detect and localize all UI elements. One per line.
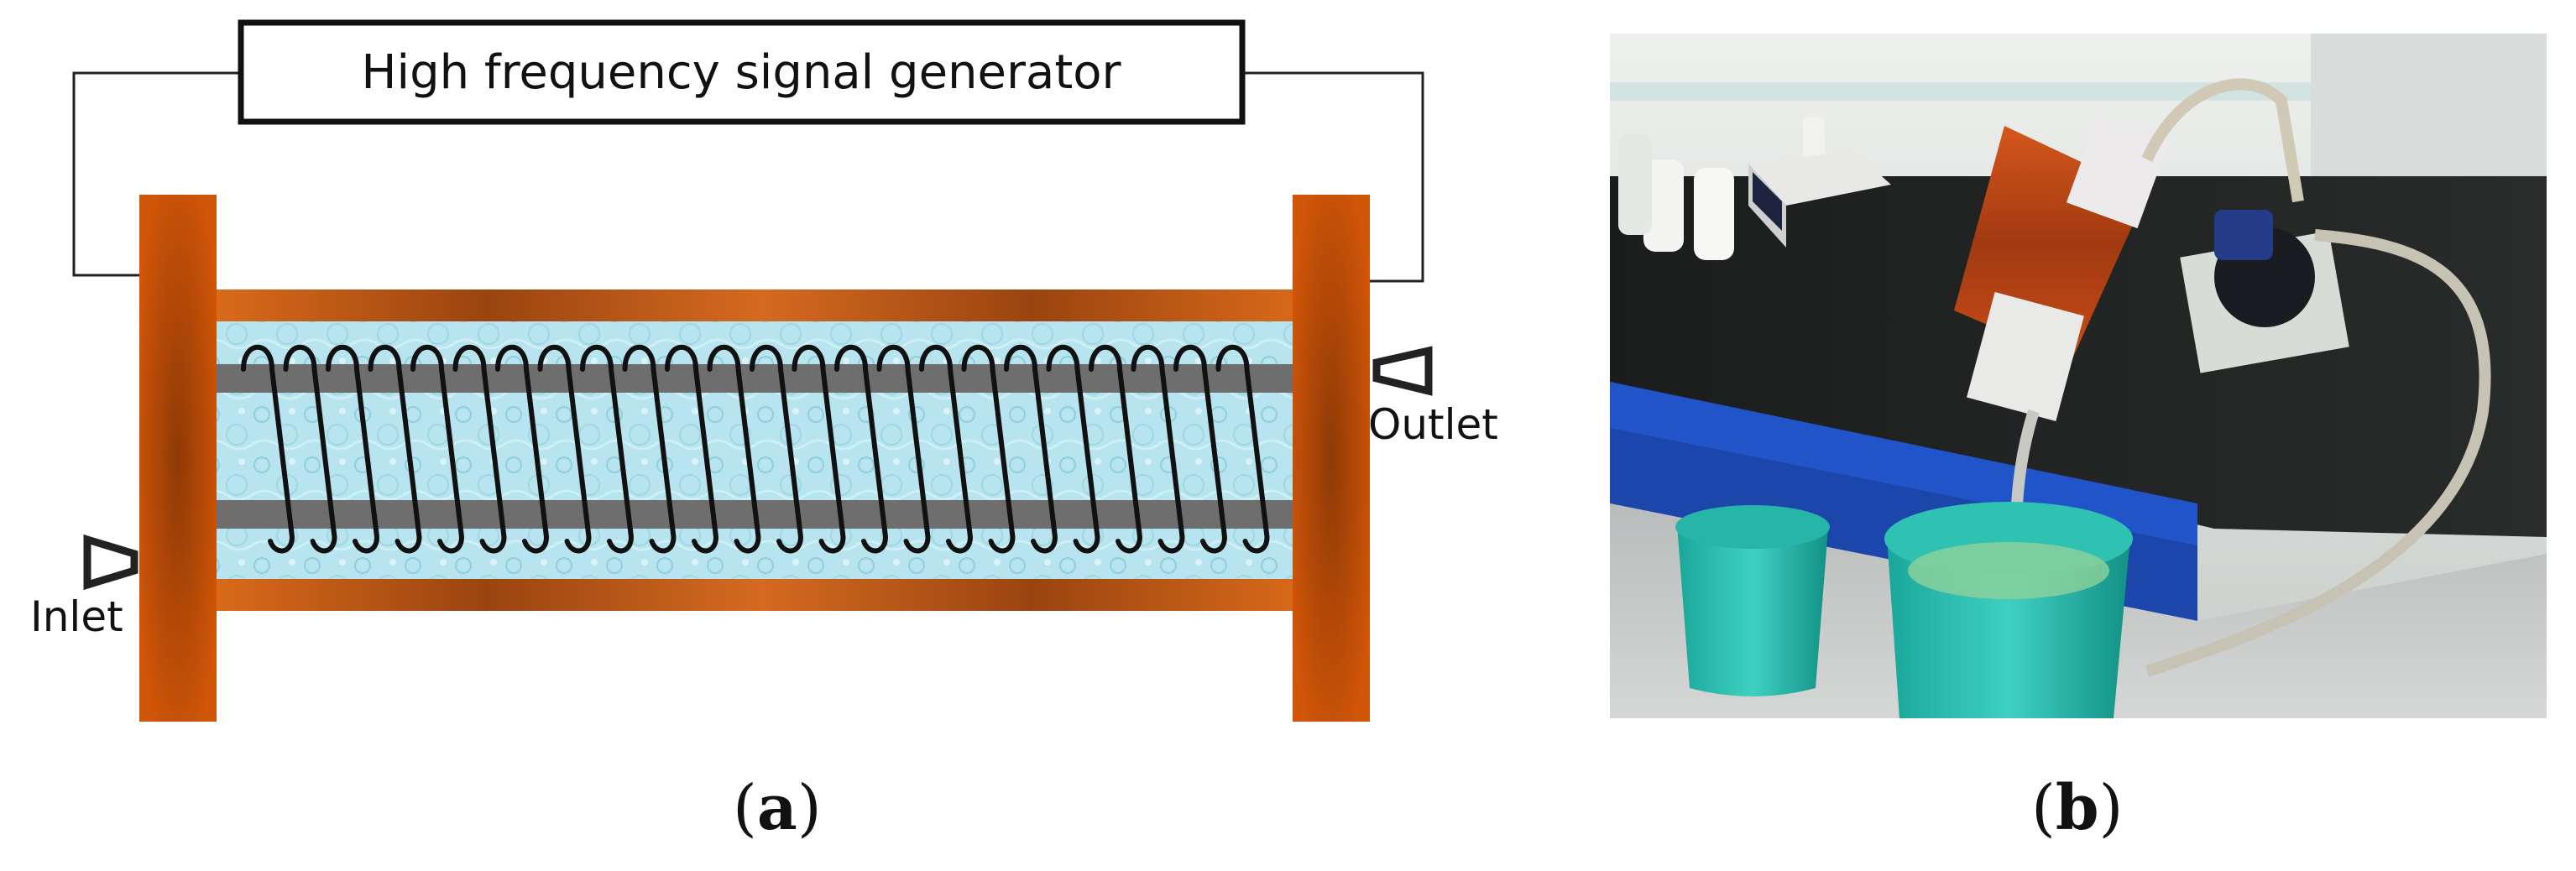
bucket-small bbox=[1677, 519, 1828, 696]
glass-shelf bbox=[1610, 82, 2332, 101]
coil-turn bbox=[1046, 344, 1100, 554]
pump-head bbox=[2214, 210, 2273, 260]
reactor-flange-top bbox=[2066, 115, 2170, 229]
wire-right bbox=[1242, 71, 1424, 283]
coil-turn bbox=[326, 344, 380, 554]
coil-turn bbox=[919, 344, 974, 554]
outlet-label: Outlet bbox=[1368, 400, 1498, 449]
reactor-schematic: High frequency signal generator Inlet Ou… bbox=[30, 19, 1498, 722]
tube-wall-top bbox=[214, 289, 1305, 321]
signal-generator-box bbox=[238, 19, 1246, 125]
inlet-label: Inlet bbox=[30, 592, 123, 641]
signal-generator-device bbox=[1748, 151, 1891, 206]
coil-turn bbox=[1131, 344, 1185, 554]
outlet-connector-icon bbox=[1372, 346, 1433, 396]
coil-turn bbox=[834, 344, 889, 554]
coil-turn bbox=[495, 344, 550, 554]
coil-turn bbox=[537, 344, 592, 554]
electrode-bar-top bbox=[214, 364, 1305, 393]
coil-turn bbox=[622, 344, 677, 554]
coil-turn bbox=[580, 344, 635, 554]
coil-turn bbox=[368, 344, 422, 554]
coil-turn bbox=[410, 344, 465, 554]
coil-turn bbox=[241, 344, 295, 554]
coil-turn bbox=[665, 344, 719, 554]
bottle bbox=[1803, 117, 1825, 159]
reactor-flange-bottom bbox=[1967, 291, 2084, 422]
coil-turn bbox=[707, 344, 761, 554]
coil-turn bbox=[1004, 344, 1058, 554]
coil-turn bbox=[750, 344, 804, 554]
coil-turn bbox=[1089, 344, 1143, 554]
wire-left bbox=[72, 71, 241, 277]
left-flange bbox=[139, 195, 217, 722]
tube-wall-bottom bbox=[214, 579, 1305, 611]
coil-turn bbox=[792, 344, 846, 554]
hose bbox=[2141, 78, 2304, 203]
helical-coil bbox=[241, 344, 1270, 554]
coil-turn bbox=[1215, 344, 1270, 554]
bottle bbox=[1694, 168, 1734, 260]
bucket-small-rim bbox=[1675, 505, 1830, 549]
bucket-water bbox=[1908, 542, 2109, 599]
panel-a-caption: (a) bbox=[733, 772, 822, 844]
signal-generator-label: High frequency signal generator bbox=[361, 45, 1121, 100]
coil-turn bbox=[961, 344, 1016, 554]
hose bbox=[2145, 229, 2491, 677]
coil-turn bbox=[452, 344, 507, 554]
coil-turn bbox=[283, 344, 337, 554]
electrode-bar-bottom bbox=[214, 500, 1305, 529]
coil-turn bbox=[876, 344, 931, 554]
generator-screen bbox=[1753, 172, 1782, 231]
right-flange bbox=[1293, 195, 1370, 722]
panel-b-caption: (b) bbox=[2031, 772, 2124, 844]
experimental-setup-photo bbox=[1610, 34, 2547, 718]
coil-turn bbox=[1173, 344, 1228, 554]
bottle bbox=[1643, 159, 1684, 252]
inlet-connector-icon bbox=[83, 534, 138, 591]
bottle bbox=[1618, 134, 1652, 235]
